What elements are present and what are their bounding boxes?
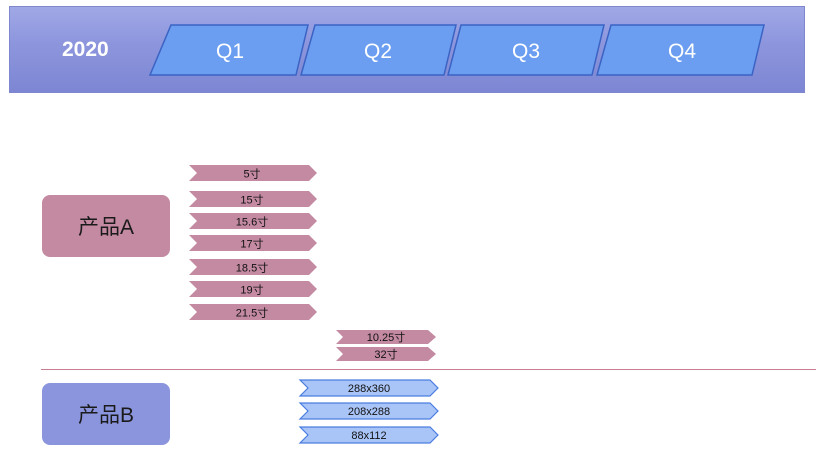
tag-b-q2-2: 88x112: [298, 426, 439, 444]
svg-text:18.5寸: 18.5寸: [236, 261, 268, 275]
product-a-box: 产品A: [42, 195, 170, 257]
svg-text:88x112: 88x112: [351, 430, 386, 442]
tag-a-q2-1: 32寸: [336, 347, 436, 361]
svg-text:21.5寸: 21.5寸: [236, 306, 268, 320]
tag-a-q2-0: 10.25寸: [336, 330, 436, 344]
tag-a-q1-3: 17寸: [189, 235, 317, 251]
tag-a-q1-2: 15.6寸: [189, 213, 317, 229]
tag-a-q1-6: 21.5寸: [189, 304, 317, 320]
svg-text:15寸: 15寸: [240, 193, 263, 207]
quarter-q4-shape: [596, 24, 765, 76]
quarter-q1-label: Q1: [215, 40, 244, 63]
svg-text:208x288: 208x288: [348, 406, 390, 418]
quarter-q4-label: Q4: [667, 40, 696, 63]
svg-text:19寸: 19寸: [240, 283, 263, 297]
quarter-q3-shape: [447, 24, 605, 76]
section-divider: [41, 369, 816, 370]
tag-b-q2-1: 208x288: [298, 402, 439, 420]
quarter-shapes: [148, 24, 765, 76]
tag-a-q1-0: 5寸: [189, 165, 317, 181]
quarter-q1-shape: [148, 24, 309, 76]
svg-text:15.6寸: 15.6寸: [236, 215, 268, 229]
tag-a-q1-1: 15寸: [189, 191, 317, 207]
svg-text:17寸: 17寸: [240, 237, 263, 251]
tag-b-q2-0: 288x360: [298, 379, 439, 397]
tag-a-q1-5: 19寸: [189, 281, 317, 297]
quarter-q2-shape: [300, 24, 457, 76]
quarter-q2-label: Q2: [363, 40, 392, 63]
svg-text:32寸: 32寸: [374, 347, 397, 361]
year-label: 2020: [62, 38, 109, 61]
timeline-header: 2020 Q1 Q2 Q3 Q4: [9, 6, 805, 93]
svg-text:10.25寸: 10.25寸: [367, 330, 406, 344]
svg-text:5寸: 5寸: [243, 167, 260, 181]
quarter-q3-label: Q3: [511, 40, 540, 63]
product-b-box: 产品B: [42, 383, 170, 445]
tag-a-q1-4: 18.5寸: [189, 259, 317, 275]
svg-text:288x360: 288x360: [348, 383, 390, 395]
